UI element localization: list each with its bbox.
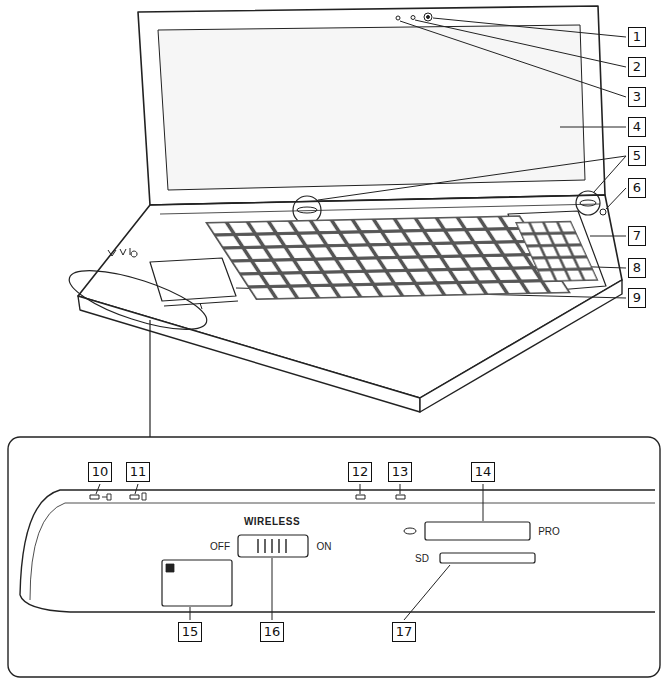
callout-number: 8 [628,258,646,278]
callout-number: 5 [628,146,646,166]
callout-number: 2 [628,57,646,77]
callout-number: 4 [628,117,646,137]
panel-label: ON [316,541,333,552]
panel-label: PRO [537,526,561,537]
callout-number: 11 [126,462,151,482]
callout-number: 10 [88,462,113,482]
callout-number: 1 [628,27,646,47]
callout-number: 12 [348,462,373,482]
callout-number: 3 [628,87,646,107]
callout-number: 13 [388,462,413,482]
callout-number: 14 [471,462,496,482]
panel-label: OFF [209,541,231,552]
panel-label: WIRELESS [243,516,301,527]
callout-number: 6 [628,178,646,198]
panel-label: SD [414,553,430,564]
callout-number: 15 [178,622,203,642]
callout-number: 17 [392,622,417,642]
callout-number: 16 [260,622,285,642]
callout-number: 7 [628,226,646,246]
callout-number: 9 [628,288,646,308]
